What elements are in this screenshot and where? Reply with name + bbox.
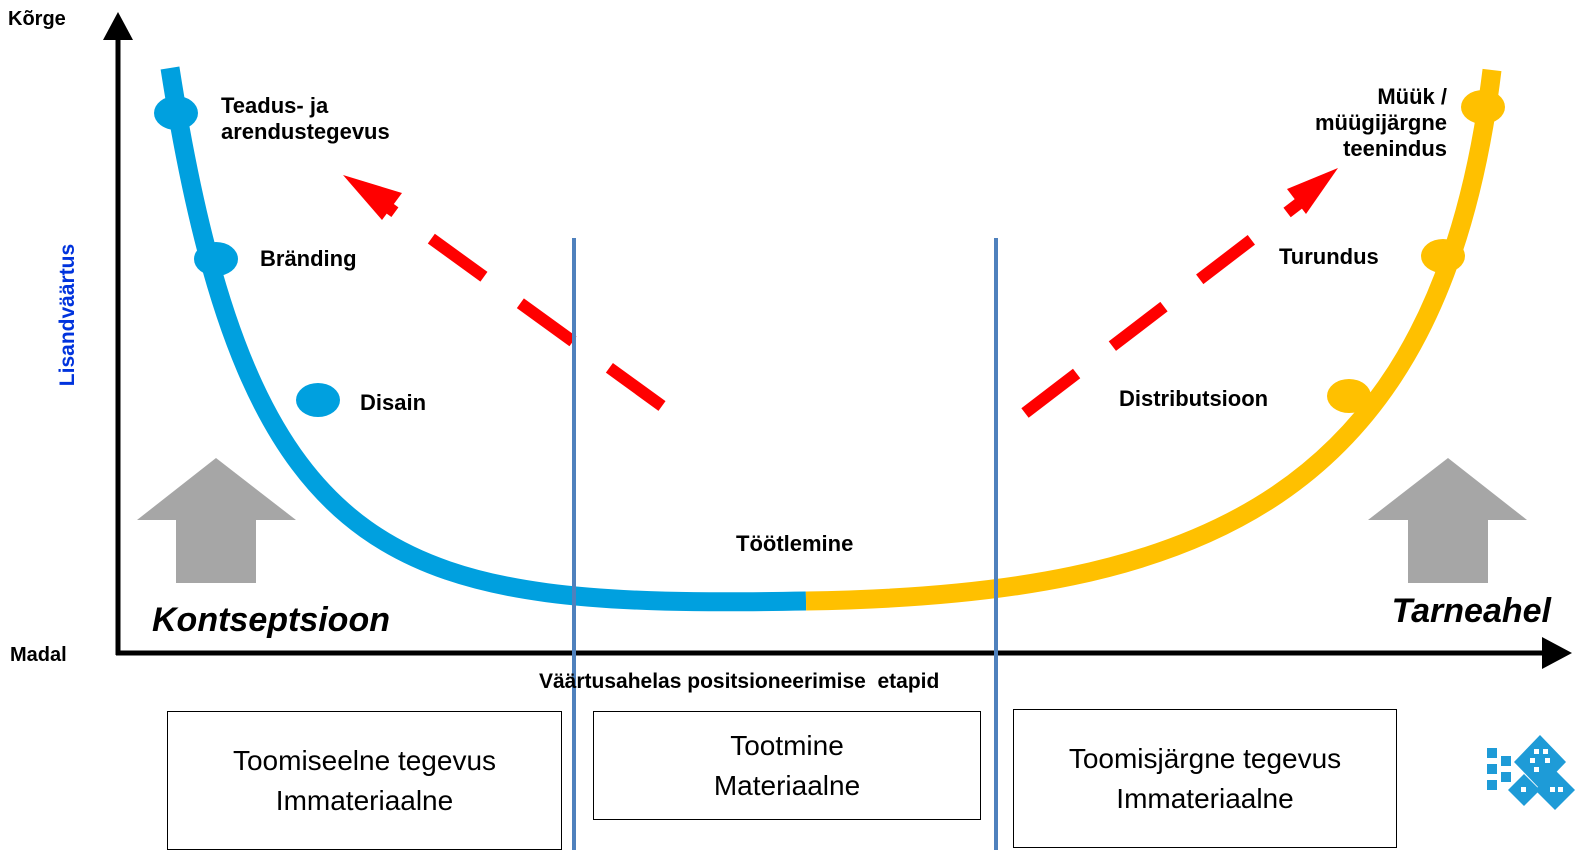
phase-box-title: Toomisjärgne tegevus bbox=[1068, 742, 1342, 774]
marker-marketing bbox=[1421, 239, 1465, 273]
phase-box-subtitle: Immateriaalne bbox=[1116, 782, 1294, 814]
x-axis-title: Väärtusahelas positsioneerimise etapid bbox=[539, 670, 940, 693]
left-trend-arrowhead bbox=[343, 175, 402, 220]
marker-distribution bbox=[1327, 379, 1371, 413]
stage-label-sales: Müük / müügijärgne teenindus bbox=[1314, 84, 1447, 161]
left-trend-arrow-line bbox=[381, 200, 666, 411]
divider-line-right bbox=[994, 238, 998, 850]
marker-sales bbox=[1461, 90, 1505, 124]
stage-label-rd: Teadus- ja arendustegevus bbox=[221, 93, 390, 144]
supply-chain-up-arrow bbox=[1368, 458, 1527, 583]
section-label-supply-chain: Tarneahel bbox=[1391, 592, 1551, 630]
y-axis-low-label: Madal bbox=[10, 644, 67, 666]
concept-up-arrow bbox=[137, 458, 296, 583]
divider-line-left bbox=[572, 238, 576, 850]
marker-design bbox=[296, 383, 340, 417]
phase-box-post-production: Toomisjärgne tegevus Immateriaalne bbox=[1013, 709, 1397, 848]
phase-box-title: Toomiseelne tegevus bbox=[232, 744, 497, 776]
curve-concept-segment bbox=[160, 66, 807, 612]
marker-branding bbox=[194, 242, 238, 276]
stage-label-distribution: Distributsioon bbox=[1119, 386, 1269, 411]
stage-label-design: Disain bbox=[360, 390, 427, 415]
y-axis-title: Lisandväärtus bbox=[56, 243, 79, 387]
curve-supply-segment bbox=[805, 68, 1502, 611]
right-trend-arrowhead bbox=[1287, 168, 1338, 214]
logo-icon bbox=[1487, 735, 1575, 810]
y-axis-high-label: Kõrge bbox=[8, 8, 66, 30]
x-axis-arrowhead bbox=[1542, 637, 1572, 669]
phase-box-pre-production: Toomiseelne tegevus Immateriaalne bbox=[167, 711, 562, 850]
y-axis-arrowhead bbox=[103, 12, 133, 40]
phase-box-subtitle: Immateriaalne bbox=[275, 784, 454, 816]
right-trend-arrow-line bbox=[1021, 193, 1310, 418]
logo-pattern bbox=[1521, 749, 1563, 792]
stage-label-processing: Töötlemine bbox=[736, 531, 854, 556]
marker-rd bbox=[154, 96, 198, 130]
stage-label-marketing: Turundus bbox=[1279, 244, 1379, 269]
phase-box-subtitle: Materiaalne bbox=[713, 769, 861, 801]
phase-box-production: Tootmine Materiaalne bbox=[593, 711, 981, 820]
stage-label-branding: Bränding bbox=[260, 246, 357, 271]
phase-box-title: Tootmine bbox=[730, 729, 844, 761]
section-label-concept: Kontseptsioon bbox=[152, 601, 390, 639]
